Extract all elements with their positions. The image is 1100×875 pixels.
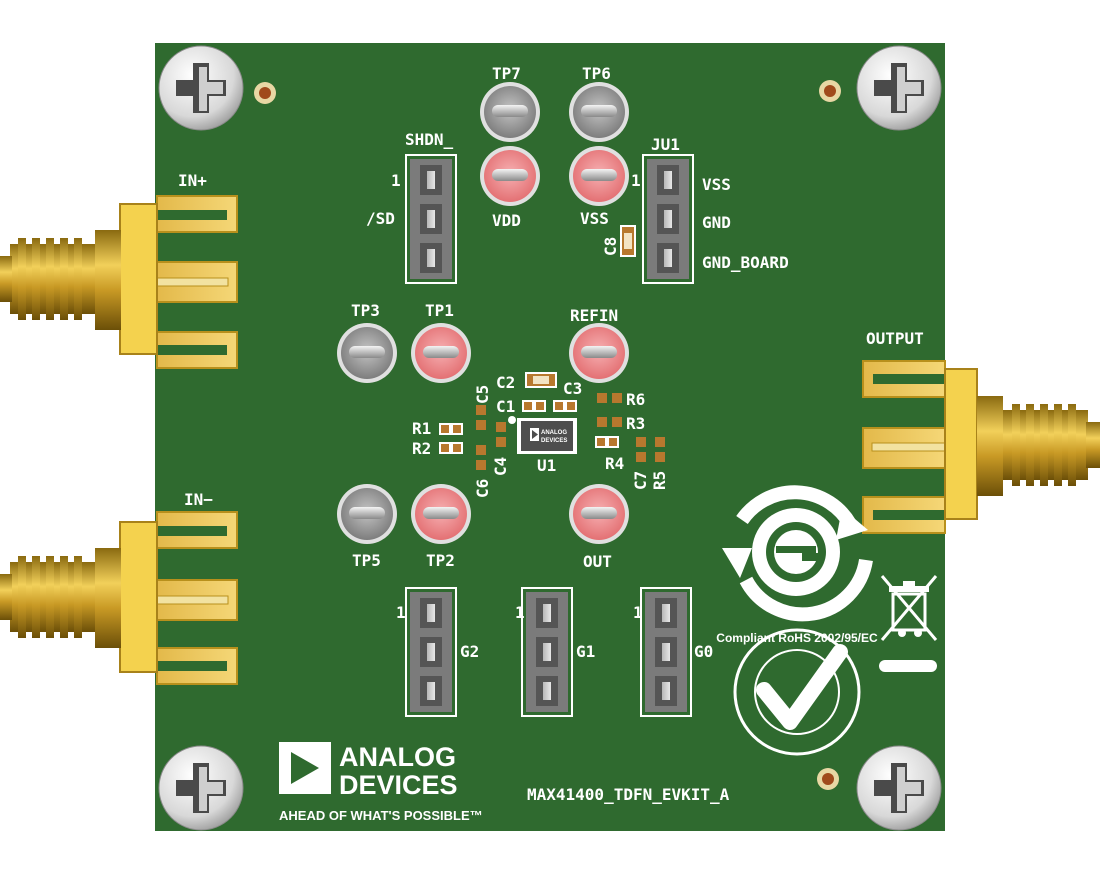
label-g2: G2 xyxy=(460,642,479,661)
screw-icon xyxy=(158,745,244,831)
test-point-icon xyxy=(337,323,397,383)
label-ju1-vss: VSS xyxy=(702,175,731,194)
label-r6: R6 xyxy=(626,390,645,409)
label-in-plus: IN+ xyxy=(178,171,207,190)
label-vss-tp: VSS xyxy=(580,209,609,228)
label-vdd: VDD xyxy=(492,211,521,230)
label-c1: C1 xyxy=(496,397,515,416)
label-ju1-gnd: GND xyxy=(702,213,731,232)
chip-logo-line2: DEVICES xyxy=(541,438,567,444)
rohs-seal-icon: Compliant RoHS 2002/95/EC xyxy=(716,628,878,756)
label-g0: G0 xyxy=(694,642,713,661)
u1-chip: ANALOG DEVICES xyxy=(517,418,577,454)
label-output: OUTPUT xyxy=(866,329,924,348)
weee-bin-icon xyxy=(879,575,938,672)
test-point-icon xyxy=(411,323,471,383)
screw-icon xyxy=(856,745,942,831)
analog-devices-logo-icon xyxy=(279,742,331,794)
label-shdn-pin1: 1 xyxy=(391,171,401,190)
test-point-icon xyxy=(337,484,397,544)
label-r5: R5 xyxy=(650,471,669,490)
chip-logo-line1: ANALOG xyxy=(541,430,567,436)
test-point-icon xyxy=(569,484,629,544)
label-g2-pin1: 1 xyxy=(396,603,406,622)
label-tp7: TP7 xyxy=(492,64,521,83)
test-point-icon xyxy=(480,146,540,206)
test-point-icon xyxy=(569,146,629,206)
header-jumper-icon xyxy=(405,154,457,284)
label-refin: REFIN xyxy=(570,306,618,325)
label-c4: C4 xyxy=(491,457,510,476)
label-c8: C8 xyxy=(601,237,620,256)
label-r4: R4 xyxy=(605,454,624,473)
label-g0-pin1: 1 xyxy=(633,603,643,622)
header-jumper-icon xyxy=(640,587,692,717)
sma-connector-icon xyxy=(862,360,1100,534)
label-tp6: TP6 xyxy=(582,64,611,83)
label-ju1-pin1: 1 xyxy=(631,171,641,190)
label-c2: C2 xyxy=(496,373,515,392)
label-shdn: SHDN_ xyxy=(405,130,454,149)
label-in-minus: IN− xyxy=(184,490,213,509)
header-jumper-icon xyxy=(521,587,573,717)
label-g1: G1 xyxy=(576,642,595,661)
label-r3: R3 xyxy=(626,414,645,433)
eco-logo-icon xyxy=(722,485,873,622)
header-jumper-icon xyxy=(642,154,694,284)
brand-line2: DEVICES xyxy=(339,770,458,800)
board-name: MAX41400_TDFN_EVKIT_A xyxy=(527,785,730,804)
test-point-icon xyxy=(480,82,540,142)
label-tp1: TP1 xyxy=(425,301,454,320)
label-c5: C5 xyxy=(473,385,492,404)
label-u1: U1 xyxy=(537,456,556,475)
label-c3: C3 xyxy=(563,379,582,398)
test-point-icon xyxy=(411,484,471,544)
label-r2: R2 xyxy=(412,439,431,458)
sma-connector-icon xyxy=(0,195,238,369)
label-ju1-gnd-board: GND_BOARD xyxy=(702,253,789,272)
label-r1: R1 xyxy=(412,419,431,438)
brand-line1: ANALOG xyxy=(339,742,456,772)
screw-icon xyxy=(158,45,244,131)
label-shdn-sd: /SD xyxy=(366,209,395,228)
header-jumper-icon xyxy=(405,587,457,717)
label-c6: C6 xyxy=(473,479,492,498)
label-tp3: TP3 xyxy=(351,301,380,320)
test-point-icon xyxy=(569,82,629,142)
mounting-via xyxy=(254,80,841,790)
label-tp5: TP5 xyxy=(352,551,381,570)
test-point-icon xyxy=(569,323,629,383)
label-out: OUT xyxy=(583,552,612,571)
label-ju1: JU1 xyxy=(651,135,680,154)
brand-tagline: AHEAD OF WHAT'S POSSIBLE™ xyxy=(279,808,483,823)
label-c7: C7 xyxy=(631,471,650,490)
rohs-text: Compliant RoHS 2002/95/EC xyxy=(716,631,878,645)
label-tp2: TP2 xyxy=(426,551,455,570)
smd-component-pads xyxy=(439,225,665,470)
label-g1-pin1: 1 xyxy=(515,603,525,622)
screw-icon xyxy=(856,45,942,131)
sma-connector-icon xyxy=(0,511,238,685)
